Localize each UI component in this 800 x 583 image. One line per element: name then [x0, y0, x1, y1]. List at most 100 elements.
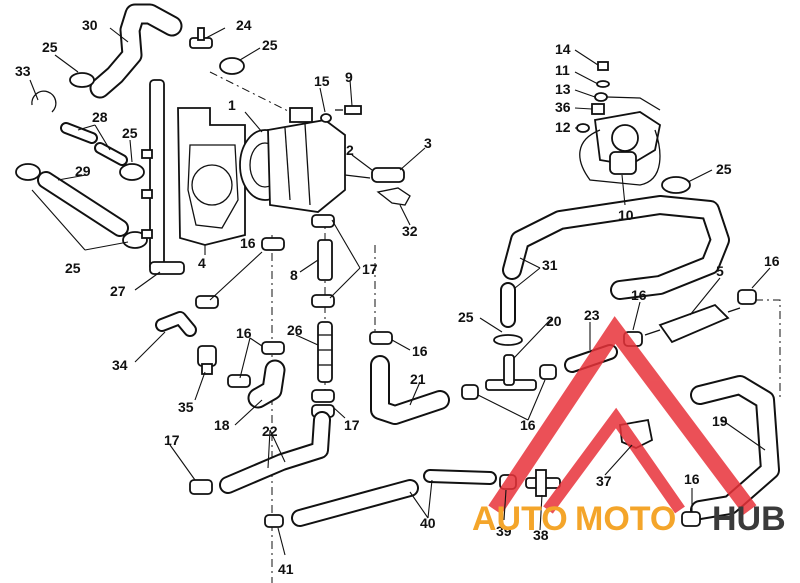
watermark-auto: AUTO: [472, 500, 568, 538]
callout-14: 14: [555, 41, 571, 57]
callout-15: 15: [314, 73, 330, 89]
callout-38: 38: [533, 527, 549, 543]
clamp-17-bottom: [189, 479, 213, 495]
callout-16-f: 16: [764, 253, 780, 269]
callout-39: 39: [496, 523, 512, 539]
wire-13: [594, 92, 661, 111]
callout-21: 21: [410, 371, 426, 387]
clamp-25-low: [122, 231, 148, 249]
callout-35: 35: [178, 399, 194, 415]
clamp-16-c: [369, 331, 393, 345]
callout-28: 28: [92, 109, 108, 125]
callout-23: 23: [584, 307, 600, 323]
callout-37: 37: [596, 473, 612, 489]
clamp-16-filter-right: [737, 289, 757, 305]
leader-lines: [29, 27, 771, 556]
clamp-33: [31, 90, 57, 113]
callout-32: 32: [402, 223, 418, 239]
clip-32: [376, 187, 411, 206]
fuel-filter-5: [644, 303, 741, 344]
clamp-16-pump-left: [261, 237, 285, 251]
tee-fitting-20: [485, 354, 537, 391]
clamp-16-bottom-right: [681, 511, 701, 527]
tubes-28: [60, 122, 128, 166]
callout-1: 1: [228, 97, 236, 113]
clamp-41: [264, 514, 284, 528]
callout-16-a: 16: [240, 235, 256, 251]
watermark-triangle-inner: [543, 407, 685, 514]
watermark-hub: HUB: [712, 500, 786, 538]
callout-25-d: 25: [65, 260, 81, 276]
callout-18: 18: [214, 417, 230, 433]
connector-2-3: [344, 167, 405, 183]
callout-22: 22: [262, 423, 278, 439]
callout-27: 27: [110, 283, 126, 299]
terminal-12: [576, 123, 590, 133]
callout-30: 30: [82, 17, 98, 33]
callout-17-b: 17: [344, 417, 360, 433]
callout-9: 9: [345, 69, 353, 85]
callout-5: 5: [716, 263, 724, 279]
watermark-moto: MOTO: [575, 500, 676, 538]
callout-3: 3: [424, 135, 432, 151]
check-valve-26: [317, 321, 333, 383]
callout-25-a: 25: [42, 39, 58, 55]
watermark-text: AUTO MOTO HUB: [472, 500, 786, 538]
callout-labels: 30 24 25 25 33 28 25 29 25 27 1 4 15 9 2…: [15, 17, 780, 577]
callout-16-d: 16: [520, 417, 536, 433]
callout-41: 41: [278, 561, 294, 577]
gasket-plate-4: [177, 107, 246, 246]
callout-34: 34: [112, 357, 128, 373]
callout-20: 20: [546, 313, 562, 329]
clamp-16-tee-left: [461, 384, 479, 400]
centerline-5: [755, 299, 781, 400]
callout-40: 40: [420, 515, 436, 531]
clamp-25-tee: [493, 334, 523, 346]
washer-15: [320, 113, 332, 123]
fitting-24: [189, 27, 213, 49]
clamp-16-tee-right: [539, 364, 557, 380]
callout-24: 24: [236, 17, 252, 33]
clamp-25-top-left: [69, 72, 95, 88]
callout-19: 19: [712, 413, 728, 429]
callout-25-f: 25: [716, 161, 732, 177]
clamp-16-f: [227, 374, 251, 388]
callout-16-b: 16: [236, 325, 252, 341]
clamp-25-right: [661, 176, 691, 194]
callout-25-c: 25: [122, 125, 138, 141]
callout-16-c: 16: [412, 343, 428, 359]
watermark-logo: [488, 316, 757, 515]
centerline-4: [209, 71, 291, 113]
callout-2: 2: [346, 142, 354, 158]
callout-29: 29: [75, 163, 91, 179]
fuel-pump-10: [579, 111, 662, 186]
callout-10: 10: [618, 207, 634, 223]
hose-8: [317, 239, 333, 281]
callout-31: 31: [542, 257, 558, 273]
clamp-25-top-right: [219, 57, 245, 75]
screw-14: [597, 61, 609, 71]
callout-36: 36: [555, 99, 571, 115]
callout-17-c: 17: [164, 432, 180, 448]
callout-8: 8: [290, 267, 298, 283]
manifold-27: [141, 79, 185, 275]
callout-33: 33: [15, 63, 31, 79]
fitting-38: [525, 469, 561, 497]
clamp-25-mid: [119, 163, 145, 181]
callout-13: 13: [555, 81, 571, 97]
clamp-25-left: [15, 163, 41, 181]
clamp-17-c: [311, 389, 335, 403]
callout-11: 11: [555, 62, 570, 78]
watermark-triangle: [488, 316, 757, 515]
clamp-16-e: [261, 341, 285, 355]
callout-16-g: 16: [684, 471, 700, 487]
callout-25-e: 25: [458, 309, 474, 325]
nut-36: [591, 103, 605, 115]
fitting-35: [197, 345, 217, 375]
callout-26: 26: [287, 322, 303, 338]
clamp-16-d: [195, 295, 219, 309]
clamp-17-lower: [311, 294, 335, 308]
bolt-9: [335, 105, 362, 115]
